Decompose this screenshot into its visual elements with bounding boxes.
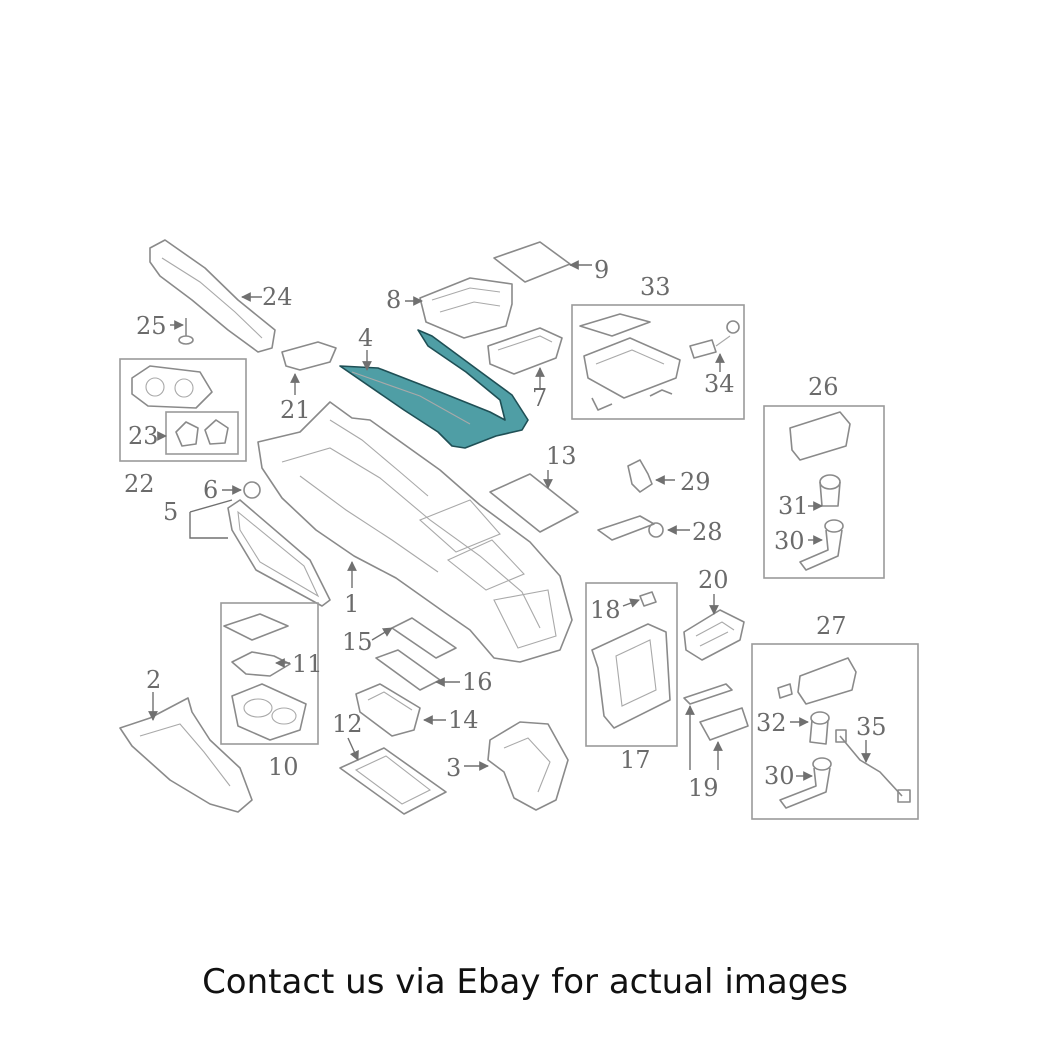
callout-29: 29 bbox=[680, 468, 711, 496]
part-20-vent bbox=[683, 609, 745, 661]
callout-26: 26 bbox=[808, 373, 839, 401]
part-19-strip bbox=[683, 683, 749, 741]
callout-22: 22 bbox=[124, 470, 155, 498]
callout-30a: 30 bbox=[774, 527, 805, 555]
part-3-support bbox=[487, 721, 569, 811]
part-24-air-duct bbox=[149, 239, 276, 353]
part-31-usb-port bbox=[819, 474, 841, 507]
group-box-26 bbox=[763, 405, 885, 579]
callout-11: 11 bbox=[292, 650, 323, 678]
callout-33: 33 bbox=[640, 273, 671, 301]
group-box-33 bbox=[571, 304, 745, 420]
part-32-port bbox=[809, 711, 830, 745]
leader-18 bbox=[622, 598, 640, 608]
callout-8: 8 bbox=[386, 286, 401, 314]
leader-5 bbox=[189, 499, 233, 539]
part-23-clips bbox=[175, 419, 229, 447]
callout-23: 23 bbox=[128, 422, 159, 450]
part-30a-usb-cable bbox=[799, 519, 844, 571]
callout-30b: 30 bbox=[764, 762, 795, 790]
callout-20: 20 bbox=[698, 566, 729, 594]
part-15-plate bbox=[391, 617, 457, 659]
part-30b-usb-cable bbox=[779, 757, 832, 809]
callout-3: 3 bbox=[446, 754, 461, 782]
callout-13: 13 bbox=[546, 442, 577, 470]
callout-24: 24 bbox=[262, 283, 293, 311]
part-26-switch-panel bbox=[789, 411, 851, 461]
part-8-tray-frame bbox=[419, 277, 513, 339]
part-27-control-module bbox=[777, 657, 857, 705]
callout-9: 9 bbox=[594, 256, 609, 284]
part-4-console-trim-highlighted bbox=[339, 329, 529, 449]
part-28-socket-harness bbox=[597, 515, 664, 541]
part-25-stud bbox=[178, 318, 194, 345]
callout-17: 17 bbox=[620, 746, 651, 774]
callout-2: 2 bbox=[146, 666, 161, 694]
part-9-mat bbox=[493, 241, 571, 283]
part-5-side-panel bbox=[227, 499, 331, 607]
callout-18: 18 bbox=[590, 596, 621, 624]
callout-19: 19 bbox=[688, 774, 719, 802]
callout-12: 12 bbox=[332, 710, 363, 738]
callout-4: 4 bbox=[358, 324, 373, 352]
part-6-clip bbox=[243, 481, 261, 499]
callout-1: 1 bbox=[344, 590, 359, 618]
callout-16: 16 bbox=[462, 668, 493, 696]
part-16-plate bbox=[375, 649, 441, 691]
callout-10: 10 bbox=[268, 753, 299, 781]
part-29-socket bbox=[627, 459, 653, 493]
callout-15: 15 bbox=[342, 628, 373, 656]
group-box-27 bbox=[751, 643, 919, 820]
callout-28: 28 bbox=[692, 518, 723, 546]
callout-35: 35 bbox=[856, 713, 887, 741]
callout-14: 14 bbox=[448, 706, 479, 734]
callout-6: 6 bbox=[203, 476, 218, 504]
part-34-wiring-connector bbox=[689, 320, 740, 359]
callout-25: 25 bbox=[136, 312, 167, 340]
part-2-console-bracket bbox=[119, 697, 253, 813]
group-box-17 bbox=[585, 582, 678, 747]
part-14-tray bbox=[355, 683, 421, 737]
part-21-bracket bbox=[281, 341, 337, 371]
part-10-cupholder bbox=[223, 613, 307, 741]
callout-27: 27 bbox=[816, 612, 847, 640]
part-7-bin bbox=[487, 327, 563, 375]
callout-34: 34 bbox=[704, 370, 735, 398]
group-box-22 bbox=[119, 358, 247, 462]
part-1-center-console bbox=[257, 401, 573, 663]
part-33-storage-assembly bbox=[579, 313, 681, 411]
part-22-cupholder-insert bbox=[131, 365, 213, 409]
part-18-clip bbox=[639, 591, 657, 607]
callout-7: 7 bbox=[532, 384, 547, 412]
part-12-storage-bin bbox=[339, 747, 447, 815]
contact-caption: Contact us via Ebay for actual images bbox=[202, 962, 848, 1002]
group-box-10 bbox=[220, 602, 319, 745]
part-17-rear-panel bbox=[591, 623, 671, 729]
leader-12 bbox=[347, 737, 359, 761]
part-35-wiring-harness bbox=[835, 729, 911, 803]
callout-5: 5 bbox=[163, 498, 178, 526]
callout-32: 32 bbox=[756, 709, 787, 737]
part-13-pad bbox=[489, 473, 579, 533]
callout-21: 21 bbox=[280, 396, 311, 424]
callout-31: 31 bbox=[778, 492, 809, 520]
leader-15 bbox=[371, 627, 393, 641]
